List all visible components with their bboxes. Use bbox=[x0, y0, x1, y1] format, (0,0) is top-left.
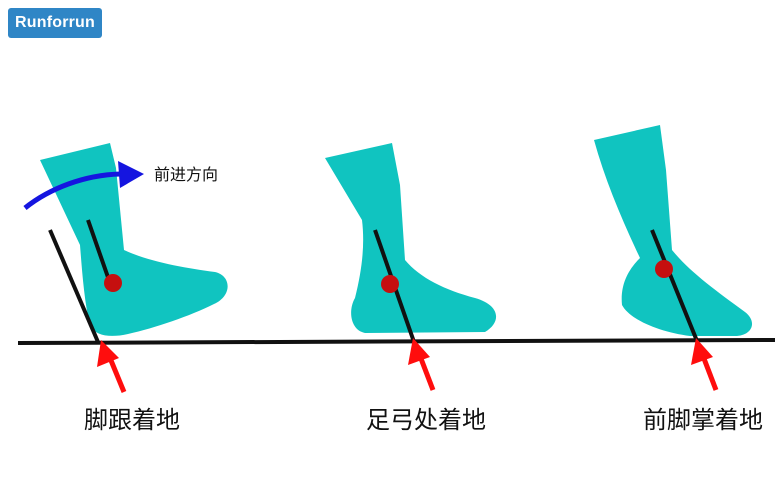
heel-strike-shin-line bbox=[48, 229, 100, 343]
midfoot-strike-foot-shape bbox=[325, 143, 497, 333]
runforrun-logo: Runforrun bbox=[8, 8, 103, 38]
heel-strike-leg-axis bbox=[86, 219, 112, 284]
forefoot-strike-leg-axis bbox=[650, 229, 699, 342]
forefoot-strike-foot-shape bbox=[594, 125, 753, 336]
heel-strike-foot bbox=[23, 143, 228, 393]
midfoot-strike-joint bbox=[381, 275, 399, 293]
forefoot-strike-force-arrowhead bbox=[691, 338, 713, 365]
midfoot-strike-force-arrow bbox=[417, 355, 436, 391]
midfoot-strike-caption: 足弓处着地 bbox=[366, 406, 486, 434]
forward-direction-arrowhead bbox=[118, 161, 144, 188]
heel-strike-force-arrow bbox=[107, 357, 127, 393]
ground-line bbox=[17, 338, 776, 345]
forefoot-strike-joint bbox=[655, 260, 673, 278]
forward-direction-arrow bbox=[23, 171, 121, 210]
heel-strike-caption: 脚跟着地 bbox=[84, 406, 180, 434]
heel-strike-joint bbox=[104, 274, 122, 292]
forward-direction-label: 前进方向 bbox=[154, 165, 219, 184]
heel-strike-force-arrowhead bbox=[97, 340, 119, 367]
forefoot-strike-force-arrow bbox=[700, 355, 719, 391]
forefoot-strike-foot bbox=[594, 125, 753, 391]
midfoot-strike-foot bbox=[325, 143, 497, 391]
forefoot-strike-caption: 前脚掌着地 bbox=[643, 406, 763, 434]
midfoot-strike-force-arrowhead bbox=[408, 338, 430, 365]
heel-strike-foot-shape bbox=[40, 143, 228, 336]
